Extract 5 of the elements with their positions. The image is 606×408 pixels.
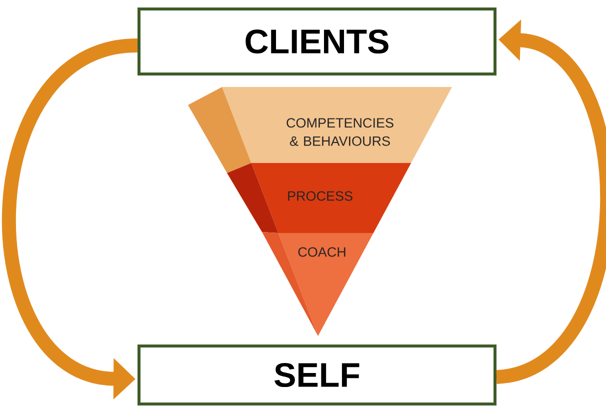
pyramid-layer: PROCESS xyxy=(227,163,412,233)
pyramid-layer: COACH xyxy=(262,232,374,336)
label-box: CLIENTS xyxy=(138,8,496,76)
label-box: SELF xyxy=(138,344,496,406)
pyramid-layer: COMPETENCIES & BEHAVIOURS xyxy=(188,87,452,173)
